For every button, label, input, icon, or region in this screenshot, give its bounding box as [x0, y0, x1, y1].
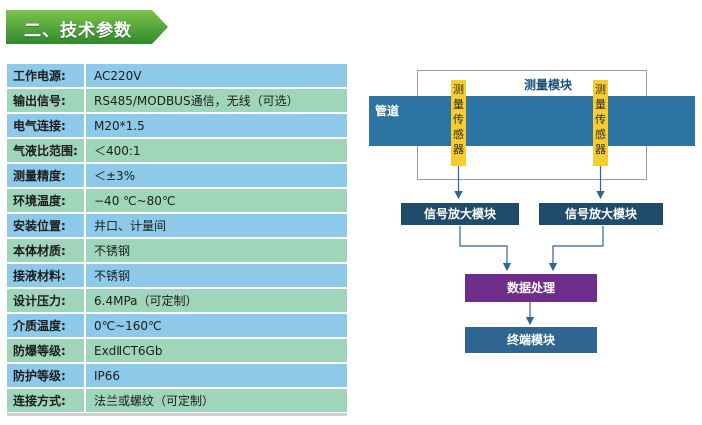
sensor-char: 量 [595, 98, 606, 111]
measurement-module-title: 测量模块 [523, 78, 572, 92]
spec-value: 不锈钢 [86, 264, 347, 287]
sensor-char: 测 [453, 83, 464, 96]
spec-row: 安装位置: 井口、计量间 [7, 214, 347, 237]
spec-value: 0℃~160℃ [86, 314, 347, 337]
spec-value: 井口、计量间 [86, 214, 347, 237]
spec-value: 不锈钢 [86, 239, 347, 262]
spec-key: 环境温度: [7, 189, 84, 212]
sensor-char: 器 [595, 143, 606, 156]
spec-key: 本体材质: [7, 239, 84, 262]
spec-value: ExdⅡCT6Gb [86, 339, 347, 362]
spec-value: 6.4MPa（可定制） [86, 289, 347, 312]
spec-value: −40 ℃~80℃ [86, 189, 347, 212]
amplifier-module-right: 信号放大模块 [539, 203, 663, 225]
amplifier-module-left: 信号放大模块 [401, 203, 519, 225]
sensor-left: 测 量 传 感 器 [451, 80, 466, 166]
sensor-right: 测 量 传 感 器 [593, 80, 608, 166]
sensor-char: 量 [453, 98, 464, 111]
spec-row: 电气连接: M20*1.5 [7, 114, 347, 137]
spec-row: 工作电源: AC220V [7, 64, 347, 87]
sensor-char: 器 [453, 143, 464, 156]
spec-key: 接液材料: [7, 264, 84, 287]
spec-row: 接液材料: 不锈钢 [7, 264, 347, 287]
sensor-char: 感 [453, 128, 464, 141]
spec-key: 输出信号: [7, 89, 84, 112]
spec-value: IP66 [86, 364, 347, 387]
spec-key: 防爆等级: [7, 339, 84, 362]
terminal-module-box: 终端模块 [465, 327, 597, 353]
measurement-flow-diagram: 测量模块 管道 测 量 传 感 器 测 量 传 感 器 信号放大模块 信号放大模… [365, 66, 695, 366]
spec-row: 防爆等级: ExdⅡCT6Gb [7, 339, 347, 362]
spec-key: 电气连接: [7, 114, 84, 137]
spec-key: 介质温度: [7, 314, 84, 337]
sensor-char: 测 [595, 83, 606, 96]
spec-table: 工作电源: AC220V 输出信号: RS485/MODBUS通信，无线（可选）… [7, 64, 347, 416]
spec-value: ＜±3% [86, 164, 347, 187]
spec-row: 环境温度: −40 ℃~80℃ [7, 189, 347, 212]
spec-row: 设计压力: 6.4MPa（可定制） [7, 289, 347, 312]
sensor-char: 传 [453, 113, 464, 126]
spec-key: 设计压力: [7, 289, 84, 312]
connector-amp-right [548, 226, 604, 272]
connector-amp-left [459, 226, 512, 272]
spec-value: RS485/MODBUS通信，无线（可选） [86, 89, 347, 112]
pipe [369, 96, 695, 146]
spec-row: 本体材质: 不锈钢 [7, 239, 347, 262]
spec-row: 气液比范围: ＜400:1 [7, 139, 347, 162]
spec-value: M20*1.5 [86, 114, 347, 137]
section-title: 二、技术参数 [24, 21, 132, 41]
spec-row: 防护等级: IP66 [7, 364, 347, 387]
sensor-char: 传 [595, 113, 606, 126]
spec-key: 测量精度: [7, 164, 84, 187]
spec-key: 安装位置: [7, 214, 84, 237]
table-bottom-rule [7, 413, 347, 416]
spec-row: 输出信号: RS485/MODBUS通信，无线（可选） [7, 89, 347, 112]
spec-key: 防护等级: [7, 364, 84, 387]
banner-arrow-shape [6, 10, 168, 44]
pipe-label: 管道 [375, 104, 400, 118]
spec-value: AC220V [86, 64, 347, 87]
section-banner: 二、技术参数 [6, 10, 168, 44]
spec-row: 测量精度: ＜±3% [7, 164, 347, 187]
spec-key: 工作电源: [7, 64, 84, 87]
spec-key: 气液比范围: [7, 139, 84, 162]
spec-value: 法兰或螺纹（可定制） [86, 389, 347, 412]
spec-row: 连接方式: 法兰或螺纹（可定制） [7, 389, 347, 412]
spec-row: 介质温度: 0℃~160℃ [7, 314, 347, 337]
spec-key: 连接方式: [7, 389, 84, 412]
sensor-char: 感 [595, 128, 606, 141]
spec-value: ＜400:1 [86, 139, 347, 162]
data-processing-box: 数据处理 [465, 274, 597, 302]
flow-connectors [454, 166, 605, 326]
